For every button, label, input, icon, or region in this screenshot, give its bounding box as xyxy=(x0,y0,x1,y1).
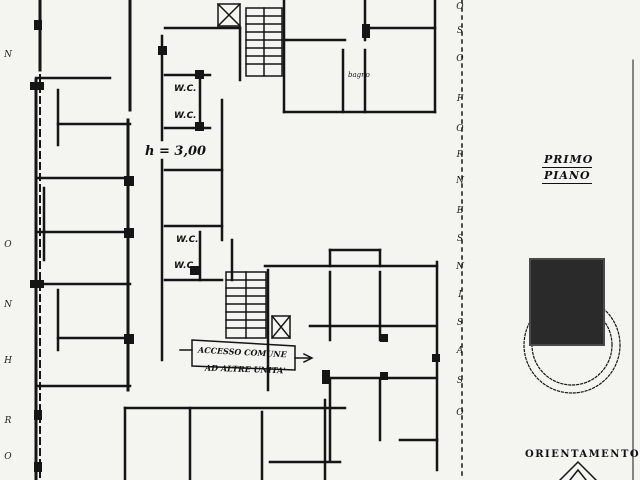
street-letter-right: O xyxy=(456,54,464,64)
bottom-apartment-walls xyxy=(123,398,439,480)
street-letter-right: N xyxy=(456,262,464,272)
street-letter-left: N xyxy=(4,50,12,60)
street-letter-left: H xyxy=(4,356,12,366)
title-underline xyxy=(542,167,592,168)
street-letter-left: R xyxy=(4,416,12,426)
street-letter-right: R xyxy=(456,150,464,160)
room-label-wc: W.C. xyxy=(174,84,197,94)
room-label-wc: W.C. xyxy=(176,235,199,245)
street-letter-right: I xyxy=(458,290,462,300)
street-letter-left: O xyxy=(4,240,12,250)
street-letter-right: S xyxy=(456,26,464,36)
middle-stairs xyxy=(225,271,292,340)
access-note-line2: AD ALTRE UNITA' xyxy=(204,362,286,376)
floor-title-line2: PIANO xyxy=(544,169,591,182)
street-letter-right: A xyxy=(456,346,464,356)
street-letter-left: O xyxy=(4,452,12,462)
room-label-wc: W.C. xyxy=(174,261,197,271)
street-letter-right: E xyxy=(456,206,464,216)
orientation-label: ORIENTAMENTO xyxy=(525,449,640,460)
left-columns xyxy=(30,20,134,472)
floor-title-line1: PRIMO xyxy=(544,153,594,166)
room-label-bagno: bagno xyxy=(348,71,370,79)
official-stamp xyxy=(529,258,605,346)
title-underline xyxy=(542,183,592,184)
street-letter-right: F xyxy=(456,94,464,104)
street-letter-right: O xyxy=(456,408,464,418)
center-columns xyxy=(158,24,440,384)
room-label-wc: W.C. xyxy=(174,111,197,121)
middle-right-apartment-walls xyxy=(263,248,439,472)
top-right-apartment-walls xyxy=(282,0,437,114)
street-letter-right: N xyxy=(456,176,464,186)
street-letter-right: S xyxy=(456,234,464,244)
ceiling-height-label: h = 3,00 xyxy=(145,144,207,159)
street-letter-right: O xyxy=(456,124,464,134)
left-exterior-wall xyxy=(34,0,132,480)
top-stairs xyxy=(216,2,283,77)
street-letter-right: O xyxy=(456,2,464,12)
access-arrow xyxy=(179,339,314,371)
left-room-walls xyxy=(34,76,132,388)
compass-rose-icon xyxy=(558,460,598,480)
street-letter-left: N xyxy=(4,300,12,310)
street-letter-right: S xyxy=(456,318,464,328)
street-letter-right: S xyxy=(456,376,464,386)
